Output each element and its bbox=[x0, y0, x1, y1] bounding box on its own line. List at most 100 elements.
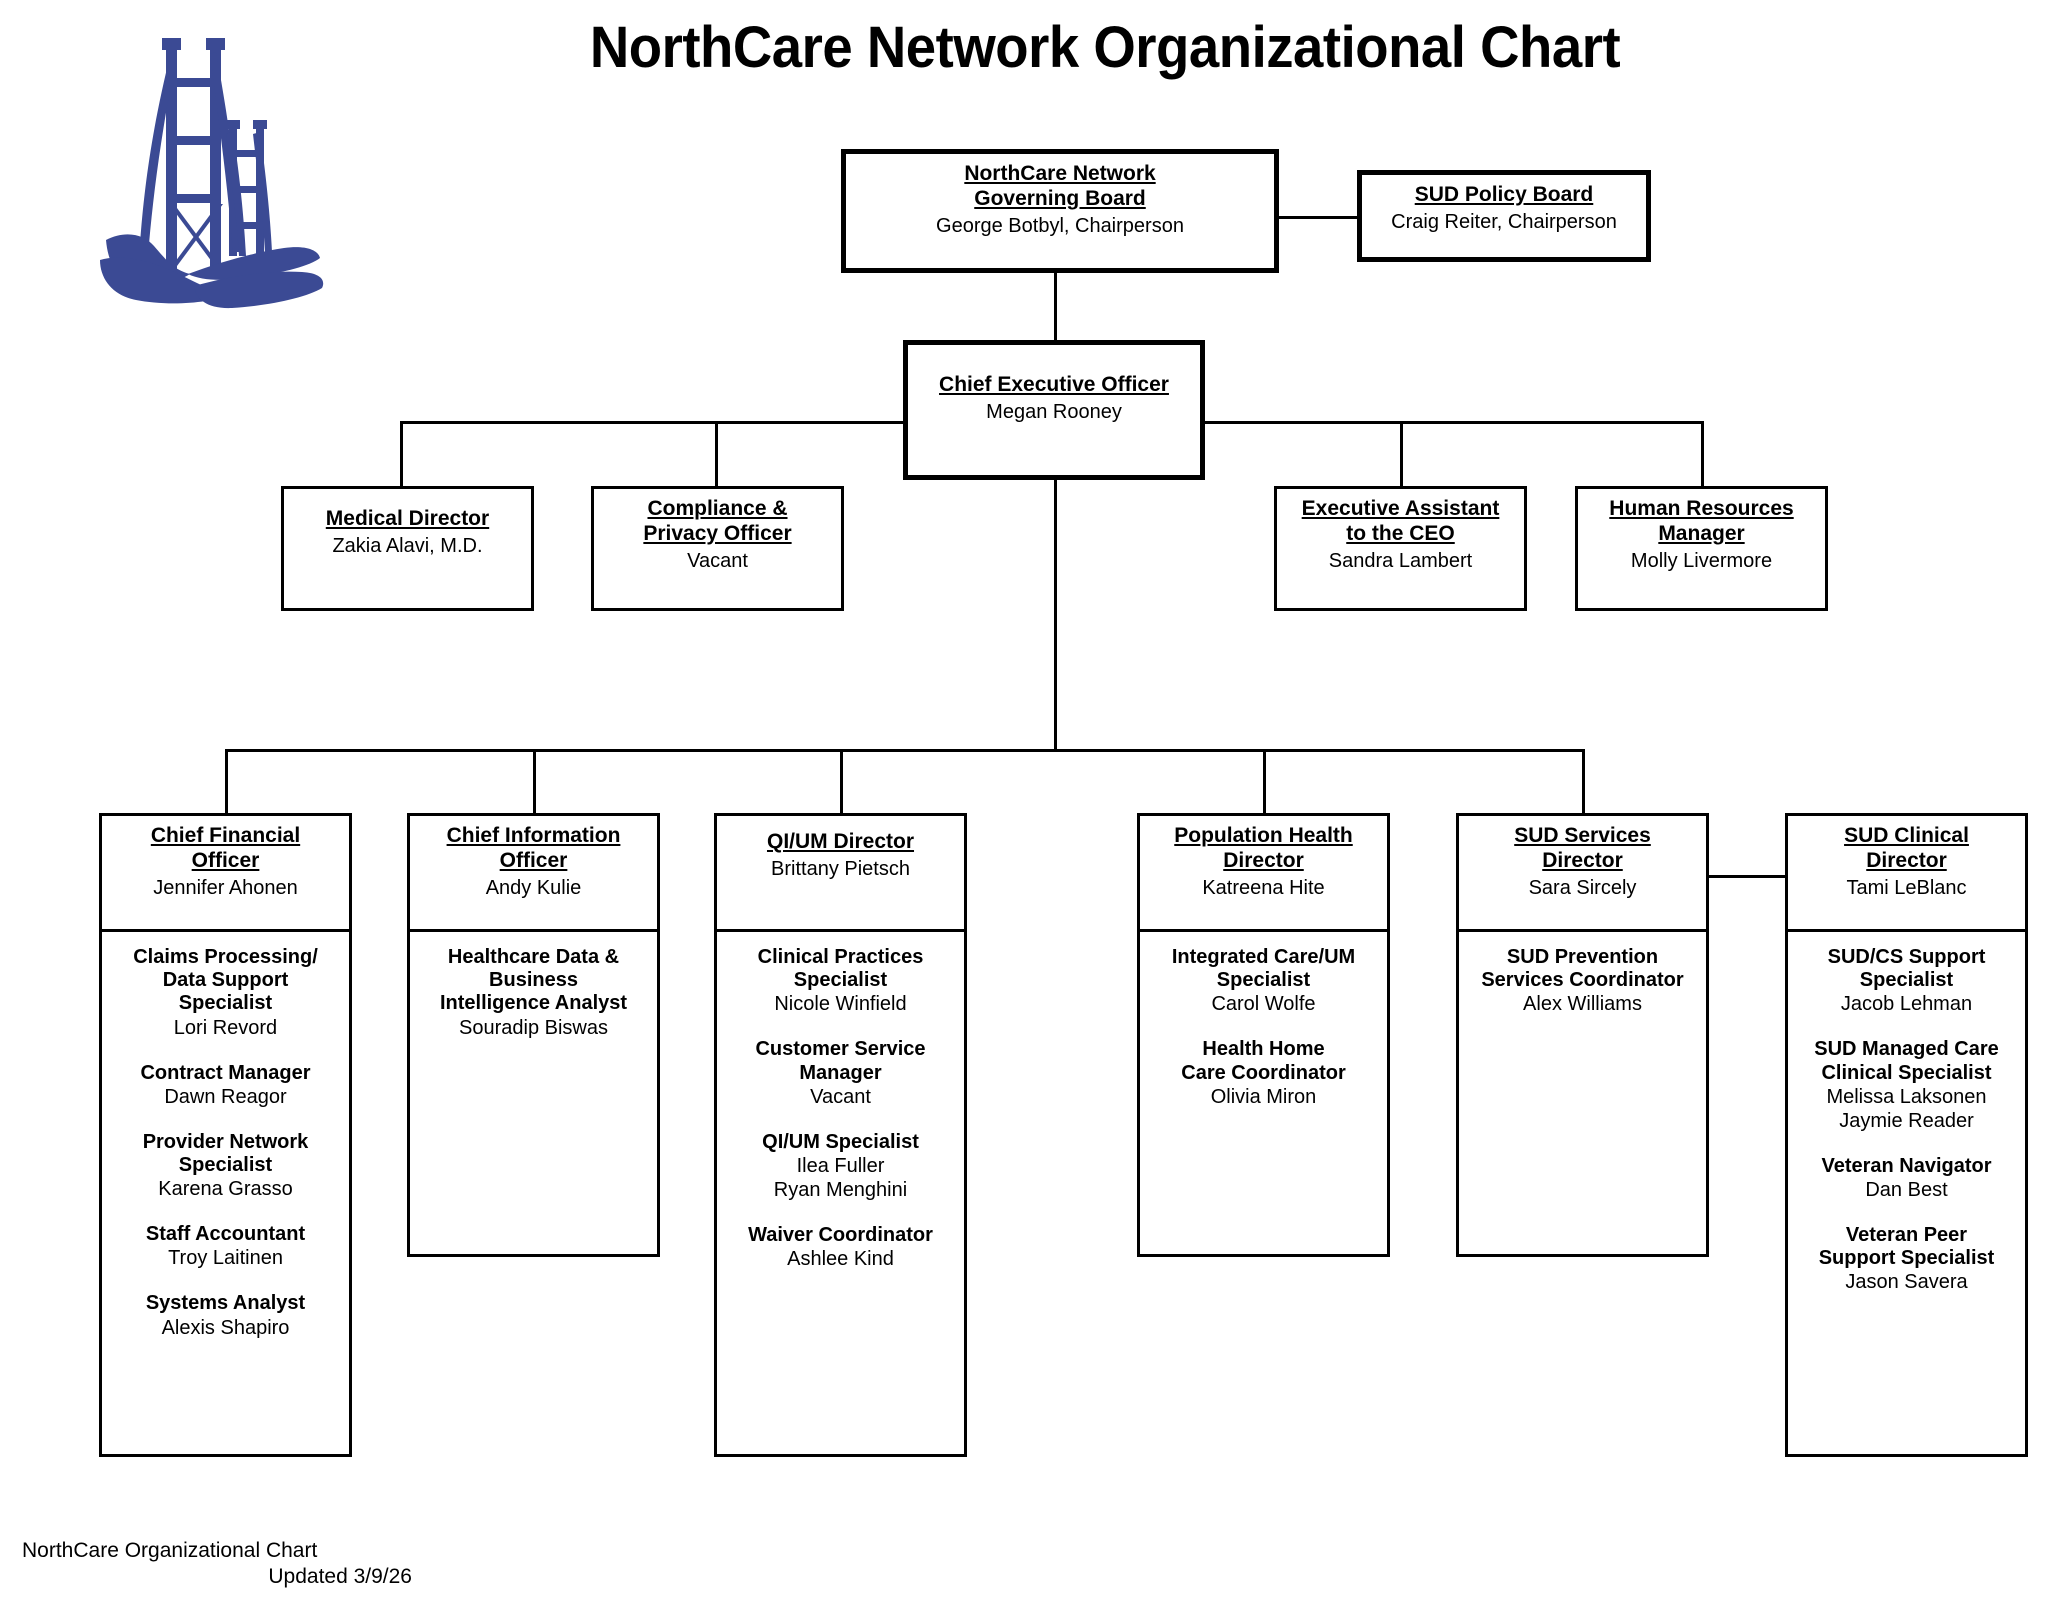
staff-person: Lori Revord bbox=[173, 1016, 278, 1039]
staff-person: Alexis Shapiro bbox=[161, 1316, 290, 1339]
staff-item: Integrated Care/UM Specialist Carol Wolf… bbox=[1144, 946, 1383, 1016]
staff-role: SUD/CS Support Specialist bbox=[1827, 946, 1986, 992]
node-sud-clinical-director[interactable]: SUD Clinical Director Tami LeBlanc bbox=[1785, 813, 2028, 932]
node-governing-board[interactable]: NorthCare Network Governing Board George… bbox=[841, 149, 1279, 273]
staff-item: Veteran Peer Support Specialist Jason Sa… bbox=[1792, 1224, 2021, 1294]
node-chief-information-officer[interactable]: Chief Information Officer Andy Kulie bbox=[407, 813, 660, 932]
connector-drop-medical-director bbox=[400, 421, 403, 488]
sud-clinical-director-person: Tami LeBlanc bbox=[1846, 876, 1967, 899]
population-health-director-person: Katreena Hite bbox=[1202, 876, 1325, 899]
sud-policy-board-title: SUD Policy Board bbox=[1414, 183, 1594, 206]
cio-title: Chief Information Officer bbox=[446, 824, 621, 872]
staff-role: Customer Service Manager bbox=[755, 1038, 926, 1084]
node-qium-director[interactable]: QI/UM Director Brittany Pietsch bbox=[714, 813, 967, 932]
connector-drop-executive-assistant bbox=[1400, 421, 1403, 488]
node-sud-services-director[interactable]: SUD Services Director Sara Sircely bbox=[1456, 813, 1709, 932]
ceo-person: Megan Rooney bbox=[986, 400, 1122, 423]
connector-board-to-sud-policy bbox=[1279, 216, 1359, 219]
staff-item: Clinical Practices Specialist Nicole Win… bbox=[721, 946, 960, 1016]
compliance-privacy-officer-person: Vacant bbox=[687, 549, 748, 572]
node-compliance-privacy-officer[interactable]: Compliance & Privacy Officer Vacant bbox=[591, 486, 844, 611]
staff-person: Jaymie Reader bbox=[1839, 1109, 1974, 1132]
cfo-title: Chief Financial Officer bbox=[150, 824, 301, 872]
footer-line-2: Updated 3/9/26 bbox=[268, 1565, 412, 1589]
staff-person: Ashlee Kind bbox=[787, 1248, 894, 1271]
population-health-director-title: Population Health Director bbox=[1174, 824, 1353, 872]
connector-drop-cio bbox=[533, 749, 536, 815]
node-executive-assistant-to-ceo[interactable]: Executive Assistant to the CEO Sandra La… bbox=[1274, 486, 1527, 611]
sud-services-director-title: SUD Services Director bbox=[1514, 824, 1651, 872]
cio-person: Andy Kulie bbox=[485, 876, 582, 899]
staff-person: Troy Laitinen bbox=[168, 1247, 283, 1270]
staff-item: SUD Managed Care Clinical Specialist Mel… bbox=[1792, 1038, 2021, 1132]
staff-role: Clinical Practices Specialist bbox=[757, 946, 924, 992]
connector-ceo-bus-right bbox=[1204, 421, 1704, 424]
staff-person: Dawn Reagor bbox=[164, 1085, 287, 1108]
staff-item: SUD Prevention Services Coordinator Alex… bbox=[1463, 946, 1702, 1016]
staff-person: Nicole Winfield bbox=[774, 993, 907, 1016]
staff-list-sud-clinical: SUD/CS Support Specialist Jacob Lehman S… bbox=[1785, 932, 2028, 1457]
staff-person: Vacant bbox=[810, 1085, 871, 1108]
staff-list-qium: Clinical Practices Specialist Nicole Win… bbox=[714, 932, 967, 1457]
staff-role: Veteran Peer Support Specialist bbox=[1818, 1223, 1995, 1270]
staff-item: Staff Accountant Troy Laitinen bbox=[106, 1223, 345, 1270]
connector-drop-hr-manager bbox=[1701, 421, 1704, 488]
staff-item: Waiver Coordinator Ashlee Kind bbox=[721, 1224, 960, 1271]
staff-person: Karena Grasso bbox=[158, 1178, 293, 1201]
medical-director-title: Medical Director bbox=[325, 507, 490, 530]
node-sud-policy-board[interactable]: SUD Policy Board Craig Reiter, Chairpers… bbox=[1357, 170, 1651, 262]
connector-drop-population-health-director bbox=[1263, 749, 1266, 815]
staff-list-cfo: Claims Processing/ Data Support Speciali… bbox=[99, 932, 352, 1457]
staff-role: SUD Prevention Services Coordinator bbox=[1481, 946, 1684, 992]
governing-board-title: NorthCare Network Governing Board bbox=[964, 162, 1156, 210]
qium-director-person: Brittany Pietsch bbox=[771, 857, 910, 880]
sud-policy-board-person: Craig Reiter, Chairperson bbox=[1391, 210, 1617, 233]
node-population-health-director[interactable]: Population Health Director Katreena Hite bbox=[1137, 813, 1390, 932]
staff-role: Integrated Care/UM Specialist bbox=[1171, 946, 1356, 992]
staff-item: Contract Manager Dawn Reagor bbox=[106, 1062, 345, 1109]
staff-person: Melissa Laksonen bbox=[1826, 1085, 1987, 1108]
staff-item: Health Home Care Coordinator Olivia Miro… bbox=[1144, 1038, 1383, 1108]
connector-drop-compliance-officer bbox=[715, 421, 718, 488]
mackinac-bridge-logo bbox=[70, 8, 330, 328]
staff-role: Systems Analyst bbox=[145, 1292, 306, 1315]
staff-item: Systems Analyst Alexis Shapiro bbox=[106, 1292, 345, 1339]
staff-role: QI/UM Specialist bbox=[762, 1130, 919, 1153]
connector-board-to-ceo bbox=[1054, 272, 1057, 340]
connector-sud-services-to-sud-clinical bbox=[1709, 875, 1785, 878]
sud-clinical-director-title: SUD Clinical Director bbox=[1844, 824, 1969, 872]
staff-list-cio: Healthcare Data & Business Intelligence … bbox=[407, 932, 660, 1257]
connector-drop-qium-director bbox=[840, 749, 843, 815]
node-chief-financial-officer[interactable]: Chief Financial Officer Jennifer Ahonen bbox=[99, 813, 352, 932]
staff-person: Jason Savera bbox=[1845, 1271, 1968, 1294]
staff-role: Staff Accountant bbox=[145, 1223, 306, 1246]
compliance-privacy-officer-title: Compliance & Privacy Officer bbox=[643, 497, 792, 545]
staff-item: Provider Network Specialist Karena Grass… bbox=[106, 1131, 345, 1201]
staff-person: Alex Williams bbox=[1523, 993, 1642, 1016]
node-medical-director[interactable]: Medical Director Zakia Alavi, M.D. bbox=[281, 486, 534, 611]
staff-role: Healthcare Data & Business Intelligence … bbox=[439, 946, 628, 1015]
staff-item: QI/UM Specialist Ilea Fuller Ryan Menghi… bbox=[721, 1131, 960, 1202]
staff-role: Waiver Coordinator bbox=[748, 1223, 933, 1246]
staff-person: Souradip Biswas bbox=[459, 1016, 608, 1039]
staff-role: SUD Managed Care Clinical Specialist bbox=[1814, 1038, 1999, 1084]
staff-role: Veteran Navigator bbox=[1821, 1154, 1992, 1177]
node-human-resources-manager[interactable]: Human Resources Manager Molly Livermore bbox=[1575, 486, 1828, 611]
medical-director-person: Zakia Alavi, M.D. bbox=[332, 534, 483, 557]
staff-role: Contract Manager bbox=[140, 1061, 311, 1084]
staff-person: Jacob Lehman bbox=[1840, 993, 1973, 1016]
staff-person: Olivia Miron bbox=[1210, 1085, 1317, 1108]
cfo-person: Jennifer Ahonen bbox=[153, 876, 298, 899]
staff-item: SUD/CS Support Specialist Jacob Lehman bbox=[1792, 946, 2021, 1016]
connector-drop-cfo bbox=[225, 749, 228, 815]
staff-role: Claims Processing/ Data Support Speciali… bbox=[133, 946, 318, 1015]
node-chief-executive-officer[interactable]: Chief Executive Officer Megan Rooney bbox=[903, 340, 1205, 480]
hr-manager-title: Human Resources Manager bbox=[1609, 497, 1794, 545]
footer: NorthCare Organizational Chart Updated 3… bbox=[22, 1538, 442, 1591]
staff-role: Health Home Care Coordinator bbox=[1181, 1038, 1346, 1084]
hr-manager-person: Molly Livermore bbox=[1630, 549, 1773, 572]
executive-assistant-person: Sandra Lambert bbox=[1328, 549, 1473, 572]
staff-person: Ilea Fuller bbox=[796, 1154, 885, 1177]
staff-list-population-health: Integrated Care/UM Specialist Carol Wolf… bbox=[1137, 932, 1390, 1257]
staff-item: Veteran Navigator Dan Best bbox=[1792, 1155, 2021, 1202]
